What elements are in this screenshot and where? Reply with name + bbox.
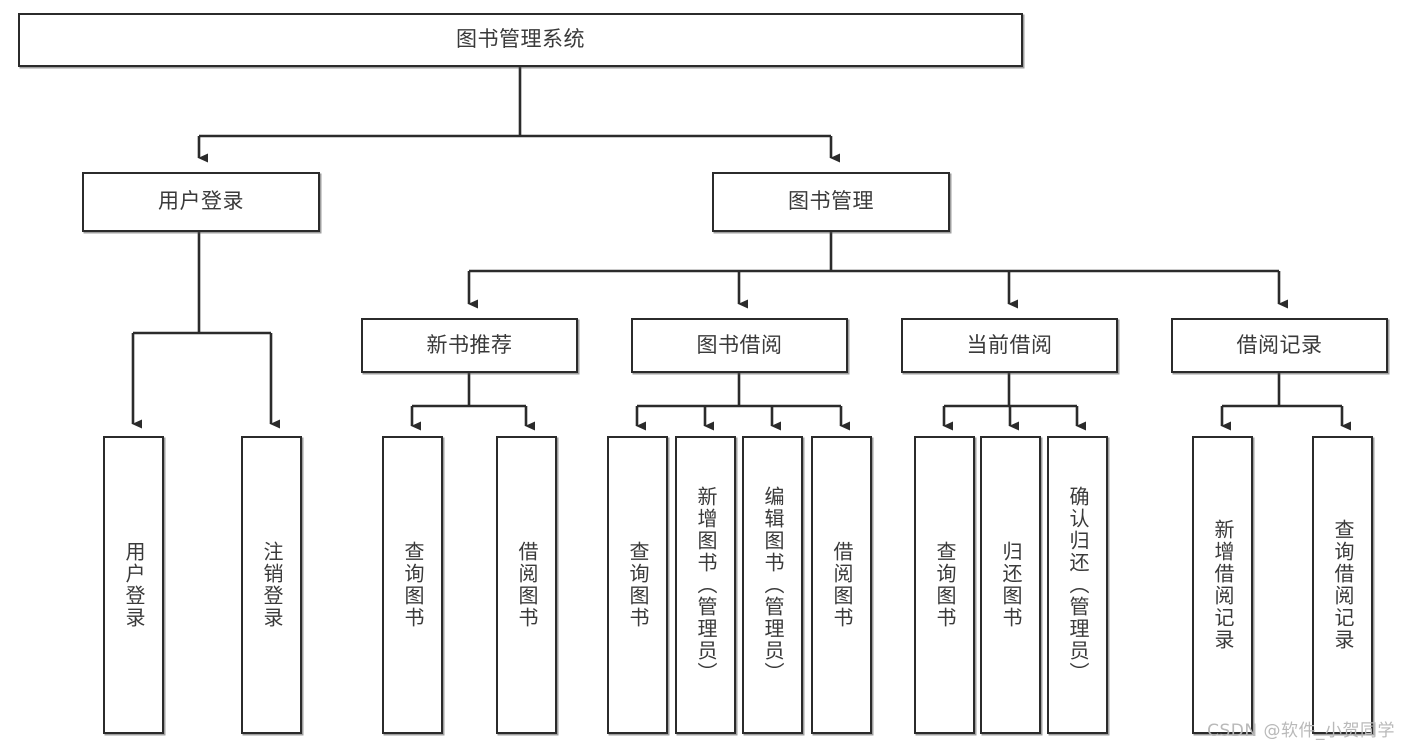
leaf-query-book-recommend[interactable]: 查询图书	[382, 436, 443, 734]
leaf-query-book-current[interactable]: 查询图书	[914, 436, 975, 734]
node-new-book-recommend[interactable]: 新书推荐	[361, 318, 578, 373]
node-label: 借阅图书	[830, 541, 854, 629]
leaf-add-book-admin[interactable]: 新增图书（管理员）	[675, 436, 736, 734]
node-label: 新书推荐	[426, 332, 513, 357]
node-label: 图书管理系统	[456, 27, 585, 52]
node-label: 查询图书	[401, 541, 425, 629]
node-label: 确认归还（管理员）	[1066, 486, 1090, 684]
watermark-text: CSDN @软件_小贺同学	[1207, 721, 1395, 741]
leaf-user-login[interactable]: 用户登录	[103, 436, 164, 734]
leaf-borrow-book[interactable]: 借阅图书	[811, 436, 872, 734]
node-label: 新增图书（管理员）	[694, 486, 718, 684]
node-user-login[interactable]: 用户登录	[82, 172, 320, 232]
node-label: 借阅图书	[515, 541, 539, 629]
node-book-management[interactable]: 图书管理	[712, 172, 950, 232]
node-label: 注销登录	[260, 541, 284, 629]
node-label: 新增借阅记录	[1211, 519, 1235, 651]
leaf-edit-book-admin[interactable]: 编辑图书（管理员）	[742, 436, 803, 734]
leaf-return-book[interactable]: 归还图书	[980, 436, 1041, 734]
node-label: 用户登录	[122, 541, 146, 629]
leaf-confirm-return-admin[interactable]: 确认归还（管理员）	[1047, 436, 1108, 734]
node-label: 借阅记录	[1236, 332, 1323, 357]
node-label: 图书借阅	[696, 332, 783, 357]
node-label: 查询图书	[933, 541, 957, 629]
node-label: 查询图书	[626, 541, 650, 629]
leaf-user-logout[interactable]: 注销登录	[241, 436, 302, 734]
node-label: 归还图书	[999, 541, 1023, 629]
node-label: 查询借阅记录	[1331, 519, 1355, 651]
node-label: 用户登录	[158, 189, 244, 214]
leaf-borrow-book-recommend[interactable]: 借阅图书	[496, 436, 557, 734]
leaf-query-borrow-record[interactable]: 查询借阅记录	[1312, 436, 1373, 734]
node-label: 编辑图书（管理员）	[761, 486, 785, 684]
node-label: 当前借阅	[966, 332, 1053, 357]
node-book-borrow[interactable]: 图书借阅	[631, 318, 848, 373]
node-current-borrow[interactable]: 当前借阅	[901, 318, 1118, 373]
node-label: 图书管理	[788, 189, 874, 214]
leaf-add-borrow-record[interactable]: 新增借阅记录	[1192, 436, 1253, 734]
node-root-system[interactable]: 图书管理系统	[18, 13, 1023, 67]
leaf-query-book-borrow[interactable]: 查询图书	[607, 436, 668, 734]
node-borrow-record[interactable]: 借阅记录	[1171, 318, 1388, 373]
